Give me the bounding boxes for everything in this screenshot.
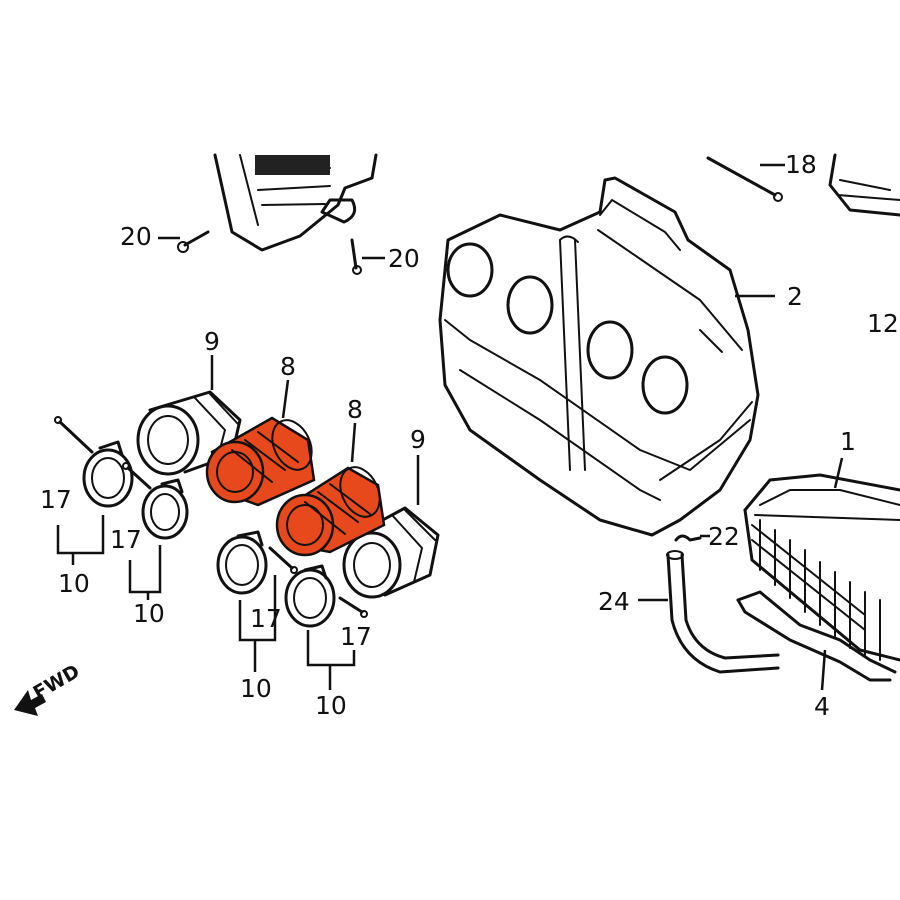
part-label-17-b: 17 — [110, 525, 142, 554]
part-label-22: 22 — [708, 522, 740, 551]
part-label-2: 2 — [787, 282, 803, 311]
air-cleaner-case — [438, 176, 760, 537]
part-label-20-right: 20 — [388, 244, 420, 273]
forward-direction-indicator: FWD — [14, 660, 84, 716]
carburetor-joint-8-left — [205, 416, 316, 507]
hose-clamp-10-c — [216, 530, 268, 595]
part-label-18: 18 — [785, 150, 817, 179]
screw-17-a — [54, 416, 94, 454]
carburetor-joint-8-right — [275, 466, 386, 557]
clip-22 — [674, 534, 702, 542]
air-filter-element — [743, 473, 900, 662]
bolt-18 — [706, 156, 783, 202]
part-label-8-left: 8 — [280, 352, 296, 381]
part-label-8-right: 8 — [347, 395, 363, 424]
part-label-10-c: 10 — [240, 674, 272, 703]
part-label-4: 4 — [814, 692, 830, 721]
hose-clamp-10-b — [141, 478, 189, 540]
part-labels: 1 2 4 8 8 9 9 10 10 10 10 12 17 17 17 17… — [40, 150, 899, 721]
part-label-9-right: 9 — [410, 425, 426, 454]
part-label-1: 1 — [840, 427, 856, 456]
part-label-17-c: 17 — [250, 604, 282, 633]
screw-17-d — [338, 596, 368, 618]
hose-clamp-10-a — [82, 440, 134, 508]
part-label-20-left: 20 — [120, 222, 152, 251]
top-right-fragment — [828, 153, 900, 217]
air-cleaner-seal — [736, 590, 897, 682]
part-label-10-a: 10 — [58, 569, 90, 598]
part-label-10-b: 10 — [133, 599, 165, 628]
screw-17-b — [122, 462, 152, 490]
hose-clamp-10-d — [284, 564, 336, 628]
bolt-20-right — [350, 238, 362, 275]
screw-17-c — [268, 546, 298, 574]
part-label-24: 24 — [598, 587, 630, 616]
part-label-9-left: 9 — [204, 327, 220, 356]
fwd-label: FWD — [30, 660, 84, 704]
part-label-17-d: 17 — [340, 622, 372, 651]
part-label-12: 12 — [867, 309, 899, 338]
insulator-tube-9-right — [342, 506, 440, 599]
bolt-20-left — [177, 230, 210, 253]
drain-tube — [666, 550, 780, 674]
airbox-fragment — [213, 153, 378, 252]
part-label-10-d: 10 — [315, 691, 347, 720]
leader-lines — [56, 163, 844, 691]
part-label-17-a: 17 — [40, 485, 72, 514]
